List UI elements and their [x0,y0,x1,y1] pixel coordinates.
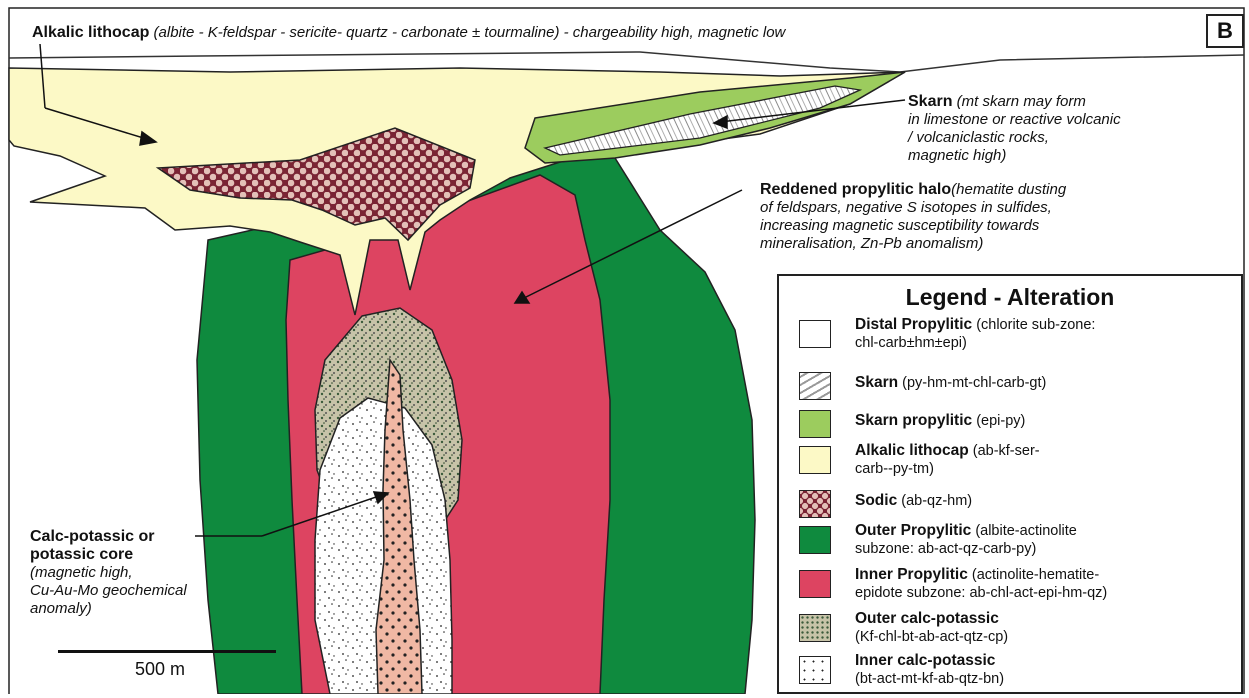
legend-item-name: Sodic [855,492,897,509]
skarn-callout: Skarn (mt skarn may form in limestone or… [908,93,1228,165]
skarn-callout-line-4: magnetic high) [908,147,1006,164]
legend-item: Outer calc-potassic (Kf-chl-bt-ab-act-qtz… [799,610,1239,656]
legend-swatch-distal-propylitic [799,320,831,348]
core-callout-line-1: (magnetic high, [30,564,133,581]
legend-item-detail-2: epidote subzone: ab-chl-act-epi-hm-qz) [855,585,1107,601]
halo-callout-line-3: increasing magnetic susceptibility towar… [760,217,1039,234]
legend-item-detail-2: chl-carb±hm±epi) [855,335,967,351]
legend-swatch-skarn [799,372,831,400]
core-callout-line-3: anomaly) [30,600,92,617]
legend-item-detail: (albite-actinolite [975,523,1077,539]
legend-item-name: Alkalic lithocap [855,442,969,459]
legend-title: Legend - Alteration [779,284,1241,311]
legend-item-detail: (chlorite sub-zone: [976,317,1095,333]
legend-swatch-outer-calc-potassic [799,614,831,642]
legend-item-detail: (ab-qz-hm) [901,493,972,509]
lithocap-callout-detail: (albite - K-feldspar - sericite- quartz … [154,24,786,41]
legend-item-detail-2: carb--py-tm) [855,461,934,477]
halo-callout-name: Reddened propylitic halo [760,181,951,198]
legend-item-detail: (actinolite-hematite- [972,567,1099,583]
halo-callout-line-2: of feldspars, negative S isotopes in sul… [760,199,1052,216]
skarn-callout-line-1: (mt skarn may form [957,93,1086,110]
core-callout: Calc-potassic or potassic core (magnetic… [30,528,230,618]
legend-swatch-inner-propylitic [799,570,831,598]
legend-item: Outer Propylitic (albite-actinolite subzo… [799,522,1239,568]
legend-item-name: Distal Propylitic [855,316,972,333]
legend-swatch-sodic [799,490,831,518]
lithocap-callout-name: Alkalic lithocap [32,24,149,41]
legend-item: Distal Propylitic (chlorite sub-zone: chl… [799,316,1239,362]
skarn-callout-line-3: / volcaniclastic rocks, [908,129,1049,146]
legend-item-name: Inner Propylitic [855,566,968,583]
legend-swatch-skarn-propylitic [799,410,831,438]
ground-surface [9,52,1244,72]
legend-item-detail: (epi-py) [976,413,1025,429]
legend-item-name: Skarn [855,374,898,391]
core-callout-line-2: Cu-Au-Mo geochemical [30,582,187,599]
legend-item: Inner Propylitic (actinolite-hematite-ep… [799,566,1239,612]
halo-callout: Reddened propylitic halo(hematite dustin… [760,181,1190,253]
legend-item-detail-2: subzone: ab-act-qz-carb-py) [855,541,1036,557]
legend-item-detail: (py-hm-mt-chl-carb-gt) [902,375,1046,391]
legend-item-name: Skarn propylitic [855,412,972,429]
core-callout-name-1: Calc-potassic or [30,528,154,545]
halo-callout-line-1: (hematite dusting [951,181,1066,198]
skarn-callout-name: Skarn [908,93,952,110]
legend-swatch-outer-propylitic [799,526,831,554]
skarn-callout-line-2: in limestone or reactive volcanic [908,111,1121,128]
legend-item-detail: (ab-kf-ser- [973,443,1040,459]
halo-callout-line-4: mineralisation, Zn-Pb anomalism) [760,235,983,252]
legend-item-detail-2: (Kf-chl-bt-ab-act-qtz-cp) [855,629,1008,645]
legend-item: Inner calc-potassic (bt-act-mt-kf-ab-qtz-… [799,652,1239,698]
core-callout-name-2: potassic core [30,546,133,563]
legend-item-detail-2: (bt-act-mt-kf-ab-qtz-bn) [855,671,1004,687]
scale-label: 500 m [135,660,185,678]
legend-item-name: Outer calc-potassic [855,610,999,627]
lithocap-callout: Alkalic lithocap (albite - K-feldspar - … [32,24,1172,42]
legend-item: Alkalic lithocap (ab-kf-ser-carb--py-tm) [799,442,1239,488]
panel-letter: B [1206,14,1244,48]
scale-bar [58,650,276,653]
legend: Legend - Alteration Distal Propylitic (c… [777,274,1243,694]
legend-item-name: Outer Propylitic [855,522,971,539]
legend-swatch-alkalic-lithocap [799,446,831,474]
legend-item-name: Inner calc-potassic [855,652,995,669]
legend-swatch-inner-calc-potassic [799,656,831,684]
